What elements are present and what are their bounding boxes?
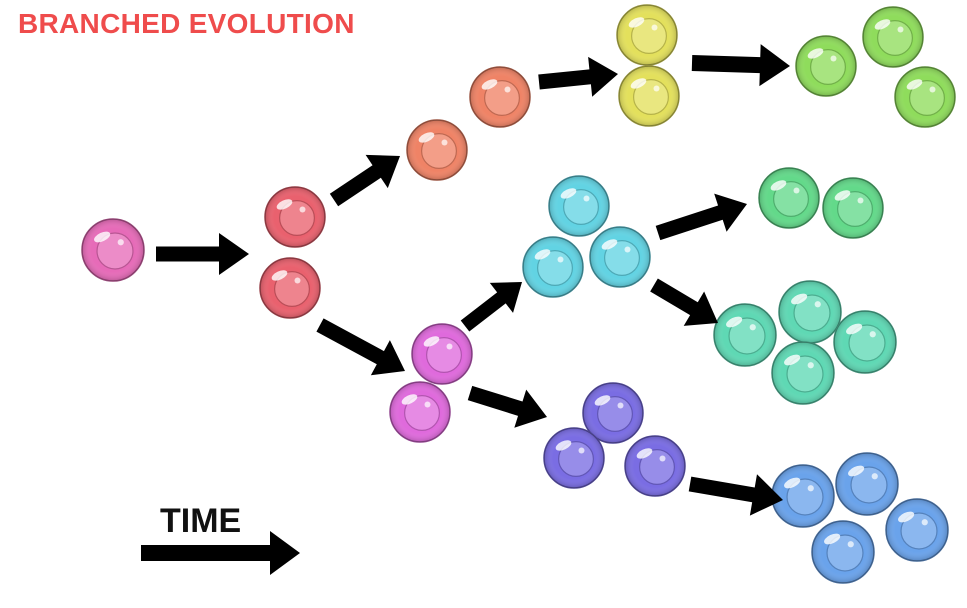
salmon-cell (469, 66, 531, 128)
arrow-pink-to-red (156, 233, 249, 275)
green-cell (758, 167, 820, 229)
yellow-cell (618, 65, 680, 127)
red-cell (264, 186, 326, 248)
arrow-salmon-to-yellow (538, 56, 618, 97)
red-cell (259, 257, 321, 319)
time-arrow (141, 531, 300, 575)
arrow-yellow-to-lime (691, 44, 790, 87)
blue-cell (835, 452, 899, 516)
cyan-cell (589, 226, 651, 288)
aqua-cell (778, 280, 842, 344)
lime-cell (894, 66, 956, 128)
aqua-cell (713, 303, 777, 367)
arrow-cyan-to-aqua (650, 278, 718, 326)
purple-cell (624, 435, 686, 497)
cyan-cell (548, 175, 610, 237)
arrow-red-to-magenta (316, 318, 406, 376)
aqua-cell (771, 341, 835, 405)
green-cell (822, 177, 884, 239)
yellow-cell (616, 4, 678, 66)
purple-cell (543, 427, 605, 489)
blue-cell (811, 520, 875, 584)
lime-cell (862, 6, 924, 68)
purple-cell (582, 382, 644, 444)
arrow-magenta-to-cyan (460, 281, 522, 332)
cyan-cell (522, 236, 584, 298)
arrow-group (141, 44, 790, 575)
blue-cell (885, 498, 949, 562)
magenta-cell (411, 323, 473, 385)
arrow-magenta-to-purple (467, 385, 547, 428)
aqua-cell (833, 310, 897, 374)
lime-cell (795, 35, 857, 97)
arrow-red-to-salmon (329, 154, 401, 207)
pink-cell (81, 218, 145, 282)
salmon-cell (406, 119, 468, 181)
arrow-purple-to-blue (688, 474, 784, 516)
time-label: TIME (160, 502, 242, 540)
cell-group (81, 4, 956, 584)
magenta-cell (389, 381, 451, 443)
diagram-title: BRANCHED EVOLUTION (18, 8, 355, 39)
blue-cell (771, 464, 835, 528)
arrow-cyan-to-green (655, 193, 747, 241)
